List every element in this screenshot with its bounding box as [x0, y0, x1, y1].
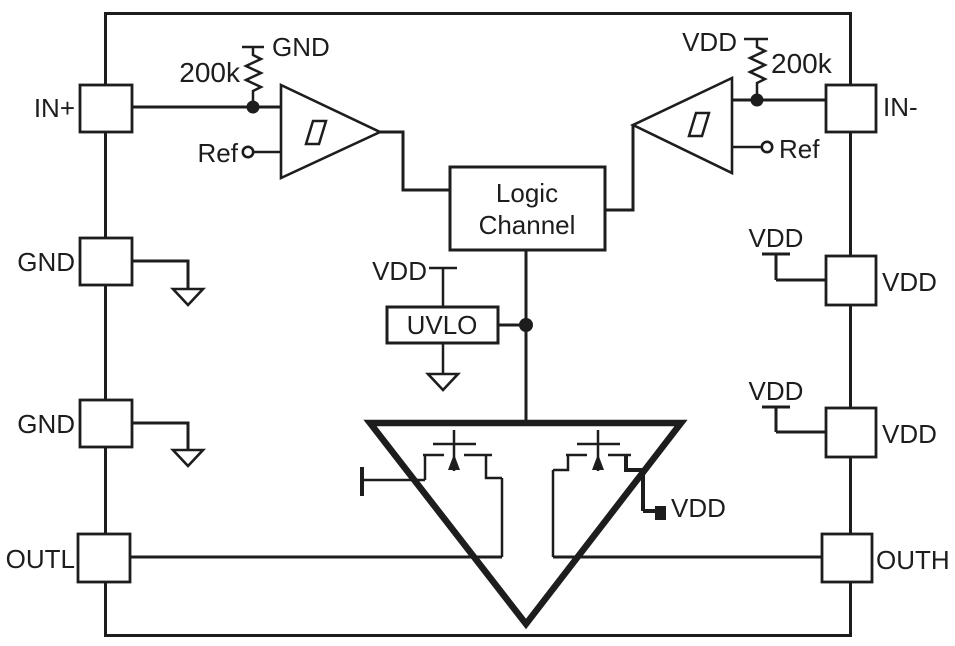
gnd-upper-tap — [132, 259, 207, 307]
hysteresis-icon — [687, 111, 711, 138]
pin-gnd-upper: GND — [17, 236, 134, 287]
logic-channel-block: Logic Channel — [448, 165, 607, 252]
vdd-tap-wire — [762, 405, 826, 434]
output-driver-triangle — [363, 419, 688, 630]
input-comparator-right: Ref — [629, 75, 820, 176]
vdd-terminal: VDD — [655, 493, 726, 523]
gnd-lower-tap — [132, 421, 207, 468]
pin-label-vdd-lower: VDD — [882, 419, 937, 449]
mosfet-arrow — [592, 454, 604, 470]
pin-box-outh — [820, 532, 874, 584]
pin-label-in-minus: IN- — [883, 92, 918, 122]
pulldown-resistor-in-plus: GND 200k — [179, 32, 330, 103]
pin-gnd-lower: GND — [17, 398, 134, 449]
pin-box-gnd-lower — [78, 398, 134, 449]
ref-terminal-circle — [241, 145, 255, 159]
pin-label-gnd-upper: GND — [17, 247, 75, 277]
hysteresis-icon — [304, 119, 328, 146]
junction-dot — [750, 93, 764, 107]
vdd-tap-wire — [762, 252, 826, 282]
pin-box-gnd-upper — [78, 236, 134, 287]
input-comparator-left: Ref — [198, 82, 384, 181]
ground-symbol-icon — [424, 372, 462, 392]
vdd-net-label: VDD — [671, 493, 726, 523]
comparator-triangle — [279, 82, 384, 181]
vdd-lower-tap: VDD — [749, 376, 826, 434]
vdd-net-label: VDD — [372, 256, 427, 286]
vdd-net-label: VDD — [749, 223, 804, 253]
pin-box-in-minus — [824, 83, 878, 134]
ground-symbol-icon — [169, 448, 207, 468]
ground-symbol-icon — [169, 287, 207, 307]
pin-label-outl: OUTL — [6, 544, 75, 574]
vdd-upper-tap: VDD — [749, 223, 826, 282]
pin-box-outl — [76, 532, 132, 584]
comparator-left-output-wire — [380, 130, 450, 192]
pin-outl: OUTL — [6, 532, 132, 584]
uvlo-label: UVLO — [407, 310, 478, 340]
ground-wire — [132, 259, 190, 289]
uvlo-block: VDD UVLO — [372, 256, 526, 392]
pin-outh: OUTH — [820, 532, 950, 584]
pin-label-gnd-lower: GND — [17, 409, 75, 439]
mosfet-legs — [423, 455, 504, 557]
ground-wire — [132, 421, 190, 450]
resistor-icon — [747, 39, 768, 98]
vdd-supply-tap — [429, 266, 457, 307]
pin-vdd-lower: VDD — [824, 406, 937, 459]
gnd-net-label: GND — [272, 32, 330, 62]
ref-terminal-circle — [760, 140, 774, 154]
logic-channel-label-line1: Logic — [496, 178, 558, 208]
vdd-net-label: VDD — [749, 376, 804, 406]
resistor-value-left: 200k — [179, 57, 241, 88]
pin-in-plus: IN+ — [34, 83, 134, 134]
output-driver-stage: VDD — [360, 419, 726, 630]
mosfet-low-side-icon — [423, 430, 504, 557]
pin-label-outh: OUTH — [876, 545, 950, 575]
pin-label-vdd-upper: VDD — [882, 267, 937, 297]
pin-box-in-plus — [78, 83, 134, 134]
pin-box-vdd-lower — [824, 406, 878, 459]
pin-vdd-upper: VDD — [824, 254, 937, 307]
comparator-triangle — [629, 75, 734, 176]
vdd-terminal-square — [655, 506, 666, 520]
pin-in-minus: IN- — [824, 83, 918, 134]
gate-input-terminal — [360, 467, 425, 496]
junction-dot — [519, 318, 533, 332]
ref-label: Ref — [779, 134, 820, 164]
pullup-resistor-in-minus: VDD 200k — [682, 27, 833, 98]
ref-label: Ref — [198, 138, 239, 168]
ic-boundary — [104, 12, 852, 637]
mosfet-left-leg — [551, 455, 570, 557]
resistor-value-right: 200k — [771, 48, 833, 79]
pin-label-in-plus: IN+ — [34, 93, 75, 123]
resistor-icon — [243, 47, 264, 103]
mosfet-high-side-icon — [551, 430, 659, 557]
logic-channel-label-line2: Channel — [479, 210, 576, 240]
comparator-right-output-wire — [605, 125, 635, 212]
vdd-net-label: VDD — [682, 27, 737, 57]
pin-box-vdd-upper — [824, 254, 878, 307]
junction-dot — [246, 100, 260, 114]
mosfet-arrow — [448, 454, 460, 470]
